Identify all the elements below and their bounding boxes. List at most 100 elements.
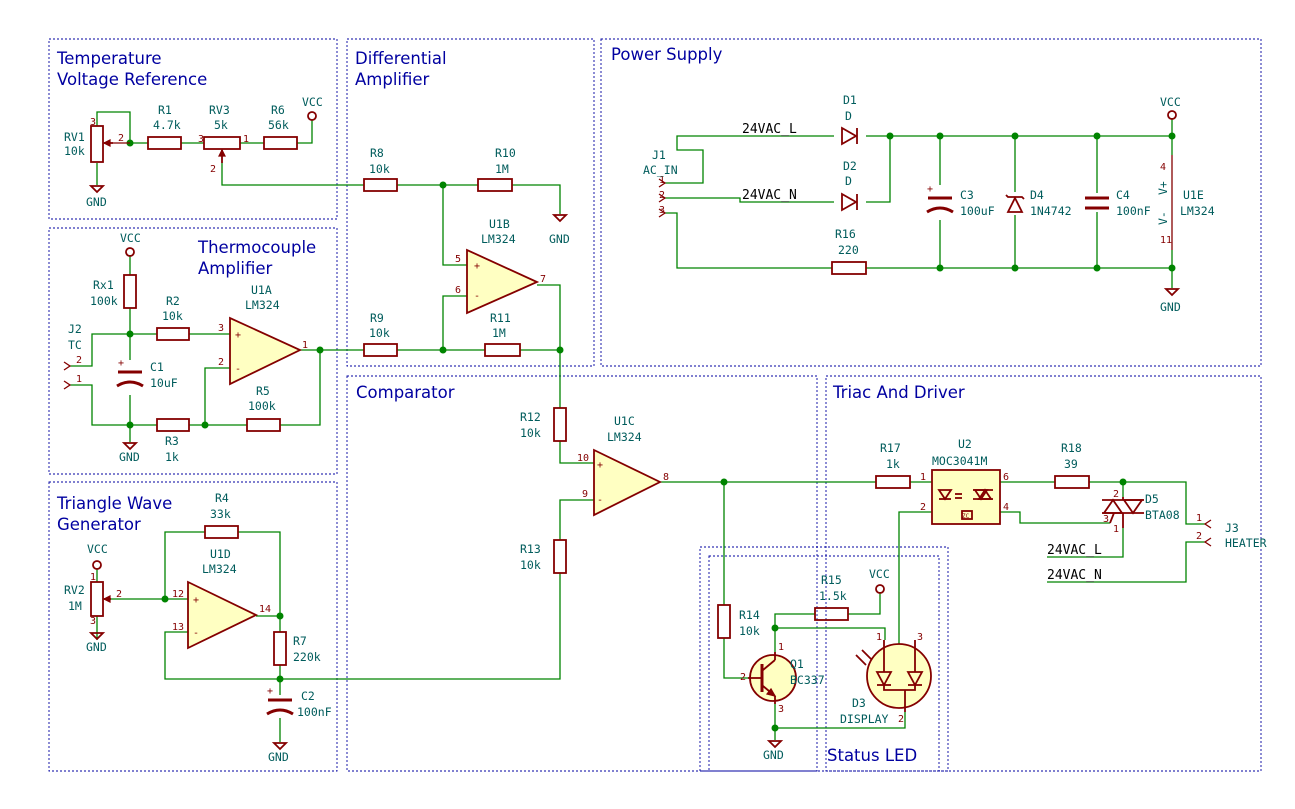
pin-label: 6 bbox=[1003, 472, 1009, 483]
pin-label: + bbox=[474, 261, 480, 272]
j3-ref: J3 bbox=[1225, 521, 1239, 535]
pin-label: 4 bbox=[1003, 502, 1009, 513]
junction bbox=[316, 346, 324, 354]
r11-ref: R11 bbox=[490, 311, 511, 325]
d5-triac bbox=[1102, 497, 1144, 528]
r3-ref: R3 bbox=[165, 434, 179, 448]
j3-connector bbox=[1203, 519, 1212, 547]
gnd-symbol bbox=[766, 740, 784, 749]
pin-label: 4 bbox=[1160, 162, 1166, 173]
r17-ref: R17 bbox=[880, 441, 901, 455]
r1-value: 4.7k bbox=[153, 118, 181, 132]
wire-u1b-minus bbox=[442, 295, 467, 350]
pin-label: 11 bbox=[1160, 235, 1172, 246]
u1c-value: LM324 bbox=[607, 430, 642, 444]
wire-j2-pin2 bbox=[70, 333, 130, 367]
wire-rv1-wiper bbox=[96, 111, 131, 143]
u1d-ref: U1D bbox=[210, 547, 231, 561]
pin-label: 2 bbox=[76, 355, 82, 366]
r9-ref: R9 bbox=[370, 311, 384, 325]
box-comparator bbox=[346, 375, 818, 772]
r3-value: 1k bbox=[165, 450, 179, 464]
gnd-symbol bbox=[1163, 288, 1181, 297]
wire-j1-pin3 bbox=[665, 212, 832, 269]
rv2-value: 1M bbox=[68, 599, 82, 613]
r8-ref: R8 bbox=[370, 146, 384, 160]
pin-label: 2 bbox=[116, 589, 122, 600]
u1a-opamp bbox=[229, 316, 303, 386]
r1-resistor bbox=[147, 136, 182, 150]
pin-label: 12 bbox=[172, 589, 184, 600]
gnd-label: GND bbox=[86, 640, 107, 654]
d3-display-led bbox=[855, 640, 932, 712]
r18-resistor bbox=[1054, 475, 1090, 489]
pin-label: 1 bbox=[1113, 524, 1119, 535]
r6-ref: R6 bbox=[271, 103, 285, 117]
wire-r5-out bbox=[280, 350, 321, 426]
c1-capacitor: + bbox=[116, 358, 144, 388]
pin-label: - bbox=[474, 291, 480, 302]
vcc-label: VCC bbox=[302, 95, 323, 109]
q1-transistor bbox=[748, 652, 797, 704]
r4-value: 33k bbox=[210, 507, 231, 521]
j2-ref: J2 bbox=[68, 322, 82, 336]
u1c-opamp bbox=[593, 448, 663, 517]
box-power-supply bbox=[600, 38, 1262, 367]
c4-capacitor bbox=[1085, 196, 1109, 210]
c3-capacitor: + bbox=[926, 184, 954, 214]
r13-resistor bbox=[553, 539, 567, 574]
net-24vac-n: 24VAC_N bbox=[1047, 568, 1102, 583]
gnd-label: GND bbox=[119, 450, 140, 464]
rv1-ref: RV1 bbox=[64, 130, 85, 144]
title-status-led: Status LED bbox=[827, 746, 917, 765]
r17-resistor bbox=[875, 475, 911, 489]
u1e-vplus: V+ bbox=[1156, 181, 1170, 195]
pin-label: - bbox=[193, 628, 199, 639]
r9-resistor bbox=[363, 343, 398, 357]
rx1-ref: Rx1 bbox=[93, 278, 114, 292]
c4-value: 100nF bbox=[1116, 204, 1151, 218]
net-24vac-l: 24VAC_L bbox=[1047, 543, 1102, 558]
pin-label: 1 bbox=[243, 134, 249, 145]
u1a-ref: U1A bbox=[251, 283, 272, 297]
pin-label: 2 bbox=[740, 672, 746, 683]
vcc-symbol bbox=[1167, 110, 1177, 120]
section-boxes bbox=[48, 38, 1262, 772]
r12-ref: R12 bbox=[520, 410, 541, 424]
rv3-ref: RV3 bbox=[209, 103, 230, 117]
c1-value: 10uF bbox=[150, 376, 178, 390]
r4-ref: R4 bbox=[215, 491, 229, 505]
u1d-value: LM324 bbox=[202, 562, 237, 576]
r17-value: 1k bbox=[886, 457, 900, 471]
pin-label: 2 bbox=[1113, 489, 1119, 500]
pin-label: 3 bbox=[917, 632, 923, 643]
pin-label: 9 bbox=[582, 489, 588, 500]
pin-label: 2 bbox=[218, 357, 224, 368]
u2-value: MOC3041M bbox=[932, 454, 987, 468]
pin-label: 3 bbox=[90, 117, 96, 128]
junction bbox=[771, 624, 779, 632]
junction bbox=[1168, 264, 1176, 272]
wire-u1b-out bbox=[537, 284, 561, 408]
wire-r10-gnd bbox=[512, 184, 561, 214]
r12-value: 10k bbox=[520, 426, 541, 440]
r5-resistor bbox=[246, 418, 281, 432]
pin-label: 8 bbox=[663, 472, 669, 483]
u1b-value: LM324 bbox=[481, 232, 516, 246]
pin-label: 6 bbox=[455, 285, 461, 296]
d2-diode bbox=[841, 192, 858, 212]
u1b-ref: U1B bbox=[489, 217, 510, 231]
pin-label: - bbox=[235, 364, 241, 375]
r5-value: 100k bbox=[248, 399, 276, 413]
wire-r15-vcc bbox=[848, 592, 881, 615]
pin-label: 14 bbox=[259, 604, 271, 615]
wire-u1c-minus bbox=[559, 499, 594, 540]
d4-ref: D4 bbox=[1030, 188, 1044, 202]
r11-value: 1M bbox=[492, 326, 506, 340]
pin-label: 3 bbox=[778, 704, 784, 715]
vcc-symbol bbox=[307, 111, 317, 121]
pin-label: + bbox=[235, 330, 241, 341]
section-titles: Temperature Voltage Reference Differenti… bbox=[56, 45, 965, 765]
vcc-label: VCC bbox=[120, 231, 141, 245]
